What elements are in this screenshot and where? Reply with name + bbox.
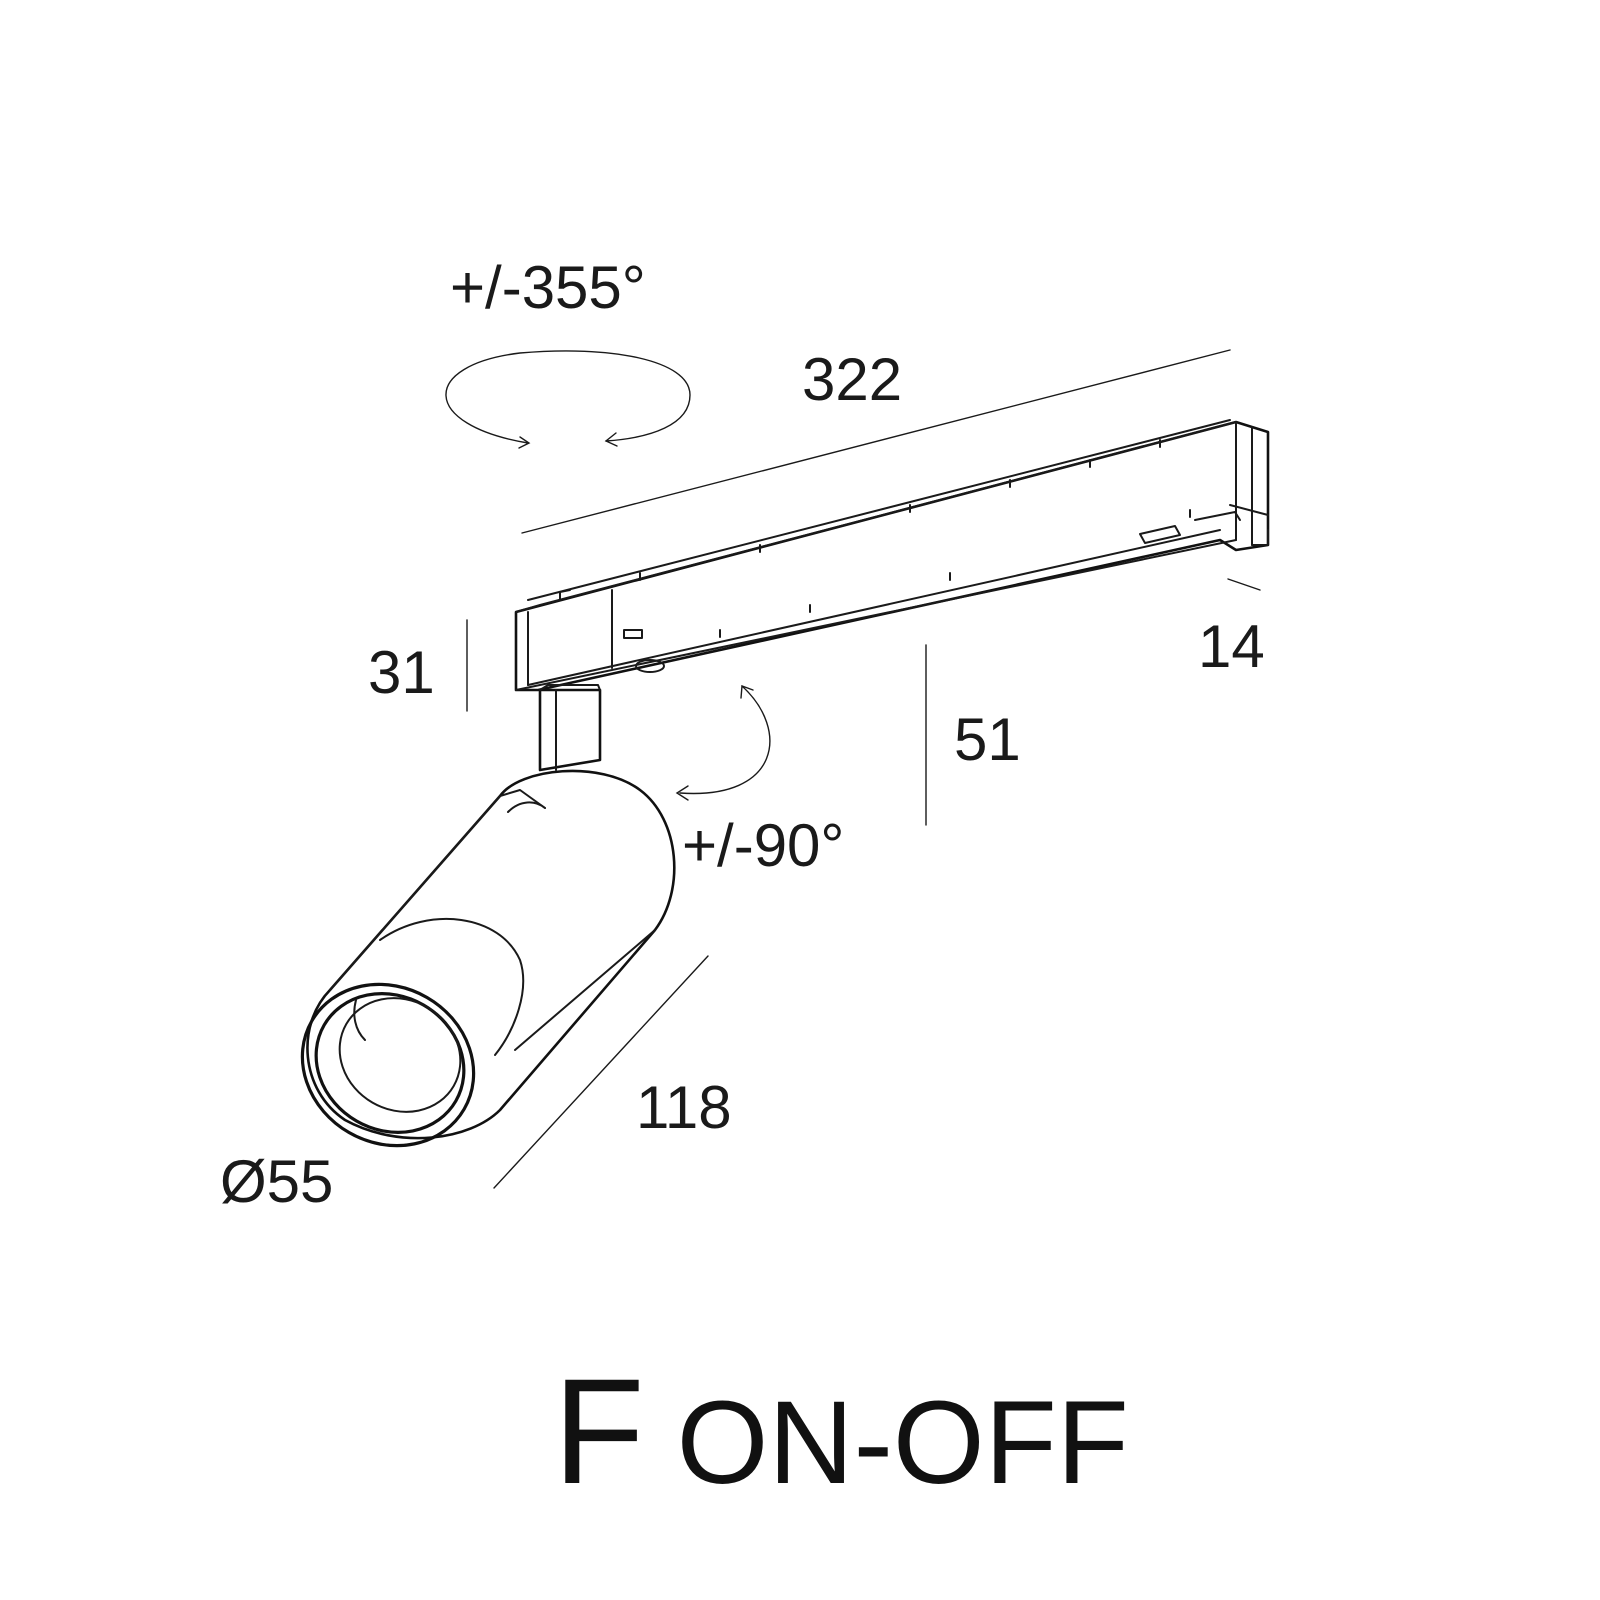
rotation-355-label: +/-355° bbox=[450, 254, 646, 321]
track-rail bbox=[514, 419, 1270, 692]
rotation-355-indicator bbox=[445, 350, 691, 449]
body-length-118-label: 118 bbox=[636, 1074, 732, 1141]
tilt-90-label: +/-90° bbox=[682, 812, 844, 879]
product-title: F ON-OFF bbox=[553, 1347, 1129, 1515]
diameter-55-label: Ø55 bbox=[220, 1148, 333, 1215]
width-dimension-line bbox=[1227, 578, 1261, 591]
height-31-label: 31 bbox=[368, 639, 435, 706]
length-322-label: 322 bbox=[802, 346, 902, 413]
title-mode: ON-OFF bbox=[677, 1377, 1129, 1509]
tilt-90-indicator bbox=[675, 685, 771, 801]
width-14-label: 14 bbox=[1198, 613, 1265, 680]
body-length-dimension-line bbox=[493, 955, 709, 1189]
title-letter: F bbox=[553, 1347, 645, 1515]
stem-51-label: 51 bbox=[954, 706, 1021, 773]
spotlight-body bbox=[306, 769, 676, 1140]
stem-adapter bbox=[538, 684, 602, 772]
lens-rim bbox=[300, 982, 476, 1148]
length-dimension-line bbox=[521, 349, 1231, 534]
